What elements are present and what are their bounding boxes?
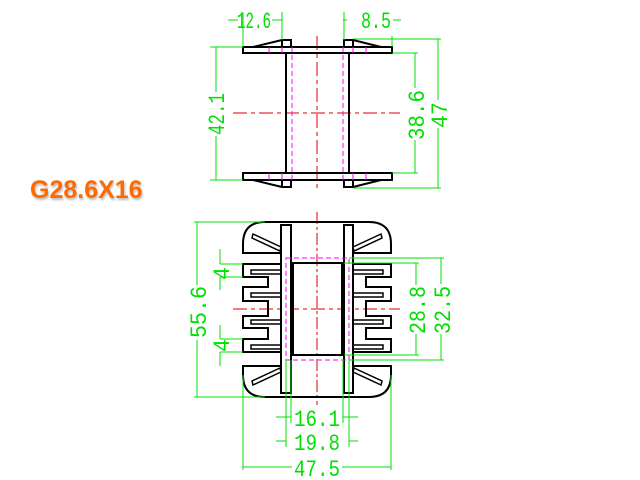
top-view: 12.6 8.5 42.1 38.6 47 [205,9,454,190]
dim-lines-38-6 [392,52,418,174]
dim-42-1: 42.1 [205,93,231,135]
tab [281,179,292,188]
hidden-ticks [268,47,367,180]
dim-16-1: 16.1 [294,407,340,433]
dim-12-6: 12.6 [237,9,271,35]
dim-lines-19-8 [276,360,358,447]
dim-32-5: 32.5 [431,286,457,334]
tab [281,39,292,48]
bottom-view: 55.6 4 4 28.8 32.5 16.1 19.8 47.5 [187,212,457,480]
dim-lines-32-5 [349,257,444,361]
dim-8-5: 8.5 [361,9,391,35]
bottom-flange [242,172,393,181]
part-title: G28.6X16 [30,176,143,204]
dim-38-6: 38.6 [405,90,431,140]
dim-lines-47 [353,38,441,189]
dim-4-upper: 4 [210,267,236,280]
dim-lines-16-1 [276,360,358,423]
dim-lines-28-8 [344,262,419,356]
dim-4-lower: 4 [210,339,236,352]
dim-lines-4-lower [219,325,243,366]
hidden-outline [285,257,350,361]
dim-lines-47-5 [242,375,392,470]
dim-55-6: 55.6 [187,286,213,338]
tab [343,179,354,188]
flange-ribs [252,39,382,188]
dim-lines-55-6 [194,221,265,398]
tab [343,39,354,48]
top-flange [242,46,393,54]
dim-19-8: 19.8 [294,431,340,457]
dim-28-8: 28.8 [406,286,432,334]
dim-lines-4-upper [219,249,243,290]
dim-47-5: 47.5 [294,457,340,480]
dim-47: 47 [428,102,454,128]
dim-lines-42-1 [210,46,243,181]
dim-lines-top [228,12,401,47]
